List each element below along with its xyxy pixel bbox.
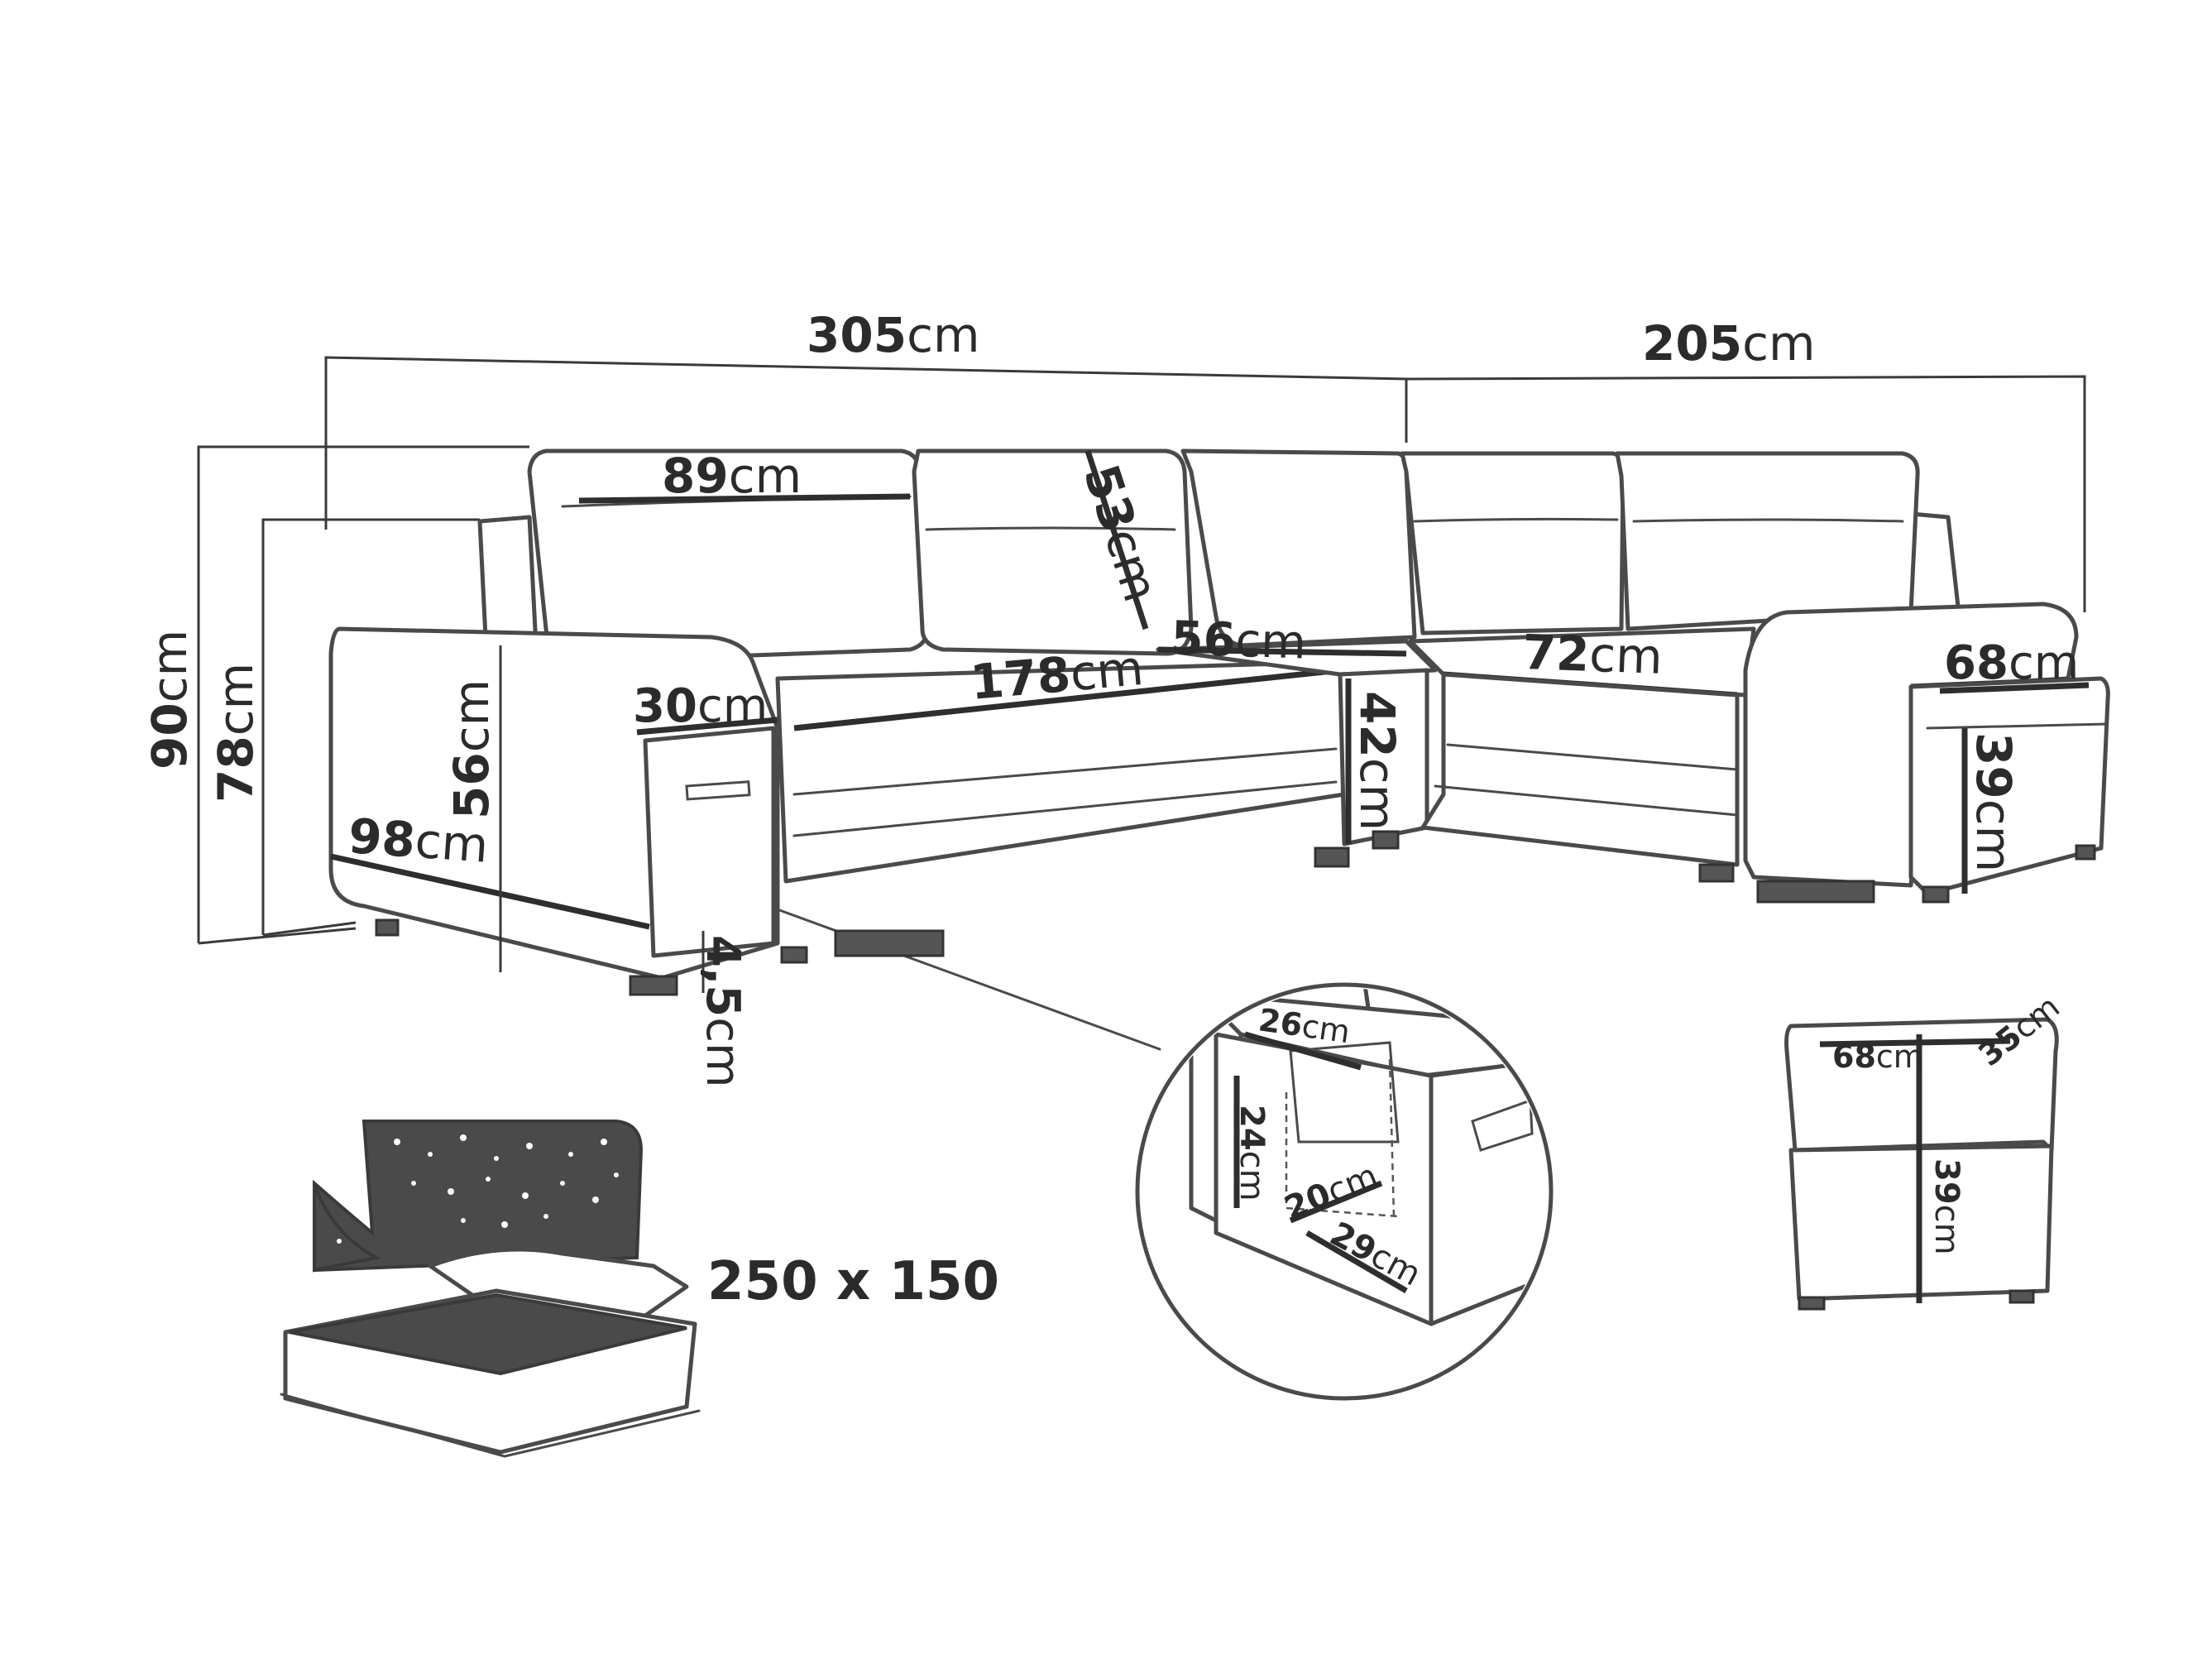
overall-length-line bbox=[324, 356, 1408, 530]
back-cushion-3 bbox=[1400, 451, 1625, 635]
armrest-height-label: 56cm bbox=[443, 679, 500, 819]
backrest-height-line bbox=[261, 518, 480, 935]
dimension-lines bbox=[197, 356, 2086, 1051]
storage-detail bbox=[1135, 982, 1554, 1401]
pouf-width-label: 68cm bbox=[1832, 1038, 1924, 1075]
back-cushion-width-label: 89cm bbox=[662, 448, 802, 504]
side-length-label: 205cm bbox=[1642, 315, 1815, 372]
back-cushion-height-marker bbox=[1084, 449, 1149, 631]
sofa-leg bbox=[834, 929, 945, 957]
corner-sofa bbox=[328, 448, 2110, 996]
right-seat-front bbox=[1420, 672, 1740, 867]
pouf-side-width-label: 68cm bbox=[1944, 636, 2079, 690]
inner-depth-marker bbox=[1305, 1230, 1408, 1294]
back-cushion-4 bbox=[1615, 451, 1920, 631]
sofa-leg bbox=[2075, 844, 2096, 861]
sleeping-area-label: 250 x 150 bbox=[707, 1251, 999, 1312]
pouf-height-label: 39cm bbox=[1927, 1158, 1965, 1255]
sofa-leg bbox=[1372, 830, 1400, 850]
sofa-leg bbox=[629, 975, 678, 996]
seat-width-label: 178cm bbox=[968, 640, 1146, 711]
sofa-leg bbox=[1314, 846, 1350, 868]
sofa-leg bbox=[1756, 880, 1875, 904]
overall-length-label: 305cm bbox=[807, 307, 979, 363]
open-door-handle bbox=[1471, 1098, 1534, 1152]
seat-front-edge bbox=[793, 667, 1341, 731]
pouf bbox=[1784, 1017, 2059, 1311]
bed-icon bbox=[280, 1120, 701, 1458]
inner-width-marker bbox=[1289, 1180, 1383, 1224]
pouf-width-marker bbox=[1819, 1038, 2011, 1048]
leg-height-label: 4,5cm bbox=[696, 935, 749, 1088]
shelf-depth-marker bbox=[1244, 1031, 1362, 1071]
shelf-depth-label: 26cm bbox=[1257, 1001, 1353, 1050]
seat-height-label: 42cm bbox=[1349, 691, 1405, 831]
backrest-height-label: 78cm bbox=[208, 663, 264, 803]
sofa-depth-label: 98cm bbox=[347, 808, 490, 874]
total-height-line bbox=[197, 445, 529, 943]
corner-depth-label: 56cm bbox=[1171, 611, 1307, 670]
side-pouf bbox=[1908, 676, 2110, 896]
seat-depth-side-label: 72cm bbox=[1522, 624, 1664, 685]
corner-depth-marker bbox=[1157, 646, 1407, 657]
shelf-height-label: 24cm bbox=[1233, 1105, 1271, 1201]
side-length-line bbox=[1405, 375, 2086, 612]
sofa-leg bbox=[1698, 863, 1735, 883]
armrest-storage-door bbox=[643, 726, 776, 958]
pouf-side-height-label: 39cm bbox=[1965, 732, 2022, 872]
total-height-label: 90cm bbox=[141, 630, 198, 770]
back-cushion-width-marker bbox=[578, 493, 911, 504]
storage-door-open bbox=[1429, 1057, 1548, 1326]
pouf-leg bbox=[1798, 1296, 1826, 1311]
sofa-leg bbox=[375, 918, 400, 937]
dimension-labels: 305cm 205cm 89cm 53cm 90cm 78cm 56cm 178… bbox=[141, 307, 2079, 1088]
storage-door-handle bbox=[685, 780, 751, 801]
detail-leader-line bbox=[755, 900, 1161, 1051]
pouf-leg bbox=[2009, 1289, 2035, 1304]
stars-pattern bbox=[337, 1134, 619, 1244]
sofa-leg bbox=[1922, 885, 1950, 904]
armrest-width-label: 30cm bbox=[633, 679, 768, 733]
sofa-leg bbox=[780, 946, 808, 964]
